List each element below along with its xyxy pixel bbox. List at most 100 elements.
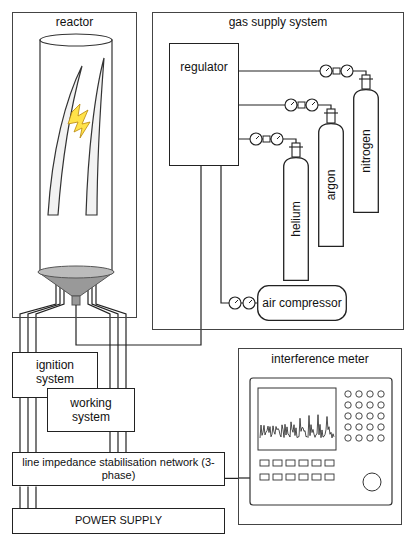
gauge-needle xyxy=(312,102,315,105)
reactor-base-top xyxy=(38,266,114,278)
analyser-knob xyxy=(378,402,384,408)
analyser-button xyxy=(273,474,282,480)
cylinder-valve xyxy=(362,75,370,89)
spectrum-analyser xyxy=(250,378,392,505)
valve-handle xyxy=(289,146,303,147)
gauge-needle xyxy=(326,68,329,71)
analyser-button xyxy=(286,474,295,480)
connector xyxy=(221,166,257,303)
analyser-knob xyxy=(345,424,351,430)
cable-conductor xyxy=(35,486,36,508)
connector xyxy=(27,486,28,508)
node-label: reactor xyxy=(52,15,97,29)
analyser-button xyxy=(260,474,269,480)
gauge-needle xyxy=(249,300,252,303)
cable-conductor xyxy=(19,318,20,352)
reducer-body xyxy=(333,68,340,74)
gauge-needle xyxy=(235,300,238,303)
analyser-knob xyxy=(367,435,373,441)
analyser-button xyxy=(260,460,269,466)
electrode xyxy=(48,66,82,215)
pressure-gauge xyxy=(306,99,318,111)
gas-cylinder: helium xyxy=(283,157,309,281)
analyser-button xyxy=(299,474,308,480)
cable-conductor xyxy=(35,318,36,352)
connector xyxy=(27,398,28,452)
spectrum-trace xyxy=(260,415,334,438)
node-label: gas supply system xyxy=(225,15,332,29)
air-compressor: air compressor xyxy=(257,285,347,321)
cylinder-valve xyxy=(292,143,300,157)
gas-fittings xyxy=(229,65,373,309)
cable-conductor xyxy=(35,398,36,452)
gauge-needle xyxy=(347,68,350,71)
connector xyxy=(225,478,238,479)
pressure-gauge xyxy=(250,133,262,145)
analyser-knob xyxy=(378,413,384,419)
gas-pipe xyxy=(75,305,76,318)
analyser-knob xyxy=(378,435,384,441)
node-label: nitrogen xyxy=(359,129,373,172)
cylinder-body xyxy=(354,90,379,213)
analyser-knob xyxy=(356,413,362,419)
node-label: working system xyxy=(48,396,134,425)
cable-conductor xyxy=(19,398,20,452)
node-label: line impedance stabilisation network (3-… xyxy=(13,456,224,482)
node-label: air compressor xyxy=(258,296,345,310)
analyser-knob xyxy=(378,424,384,430)
node-label: regulator xyxy=(176,60,231,74)
cable-conductor xyxy=(125,318,126,388)
reactor-wire xyxy=(28,280,60,318)
meter-lead xyxy=(238,477,250,478)
analyser-knob xyxy=(378,391,384,397)
cylinder-valve xyxy=(327,109,335,123)
analyser-button xyxy=(286,460,295,466)
connector xyxy=(76,166,201,345)
analyser-knob xyxy=(345,391,351,397)
analyser-knob xyxy=(367,391,373,397)
analyser-button xyxy=(325,460,334,466)
gas-cylinder: nitrogen xyxy=(353,89,379,213)
valve-handle xyxy=(359,78,373,79)
node-label: argon xyxy=(324,170,338,201)
analyser-knob xyxy=(367,402,373,408)
analyser-knob xyxy=(356,402,362,408)
cable-conductor xyxy=(125,432,126,452)
plasma-arc xyxy=(68,104,90,138)
reducer-body xyxy=(298,102,305,108)
analyser-button xyxy=(325,474,334,480)
analyser-button xyxy=(273,460,282,466)
valve-handle xyxy=(324,112,338,113)
working-box: working system xyxy=(47,388,135,432)
cylinder-body xyxy=(284,158,309,281)
cable-conductor xyxy=(109,432,110,452)
node-label: ignition system xyxy=(13,358,97,387)
pressure-gauge xyxy=(341,65,353,77)
pressure-gauge xyxy=(243,297,255,309)
pressure-gauge xyxy=(285,99,297,111)
regulator-box: regulator xyxy=(169,43,239,166)
cable-conductor xyxy=(109,318,110,388)
reactor-frame: reactor xyxy=(12,12,137,318)
tube-top xyxy=(40,34,112,46)
analyser-knob xyxy=(356,435,362,441)
power-supply-box: POWER SUPPLY xyxy=(12,508,225,534)
analyser-knob xyxy=(345,413,351,419)
node-label: interference meter xyxy=(267,352,372,366)
analyser-knob xyxy=(356,391,362,397)
gas-nozzle xyxy=(72,296,80,305)
connector xyxy=(117,318,118,388)
analyser-button xyxy=(299,460,308,466)
analyser-knob xyxy=(367,413,373,419)
gas-cylinder: argon xyxy=(318,123,344,247)
meter-frame: interference meter xyxy=(238,348,402,525)
analyser-screen xyxy=(258,388,336,450)
analyser-button xyxy=(312,460,321,466)
connector xyxy=(117,432,118,452)
analyser-knob xyxy=(345,435,351,441)
analyser-knob xyxy=(367,424,373,430)
node-label: helium xyxy=(289,201,303,236)
cylinder-body xyxy=(319,124,344,247)
gauge-needle xyxy=(277,136,280,139)
